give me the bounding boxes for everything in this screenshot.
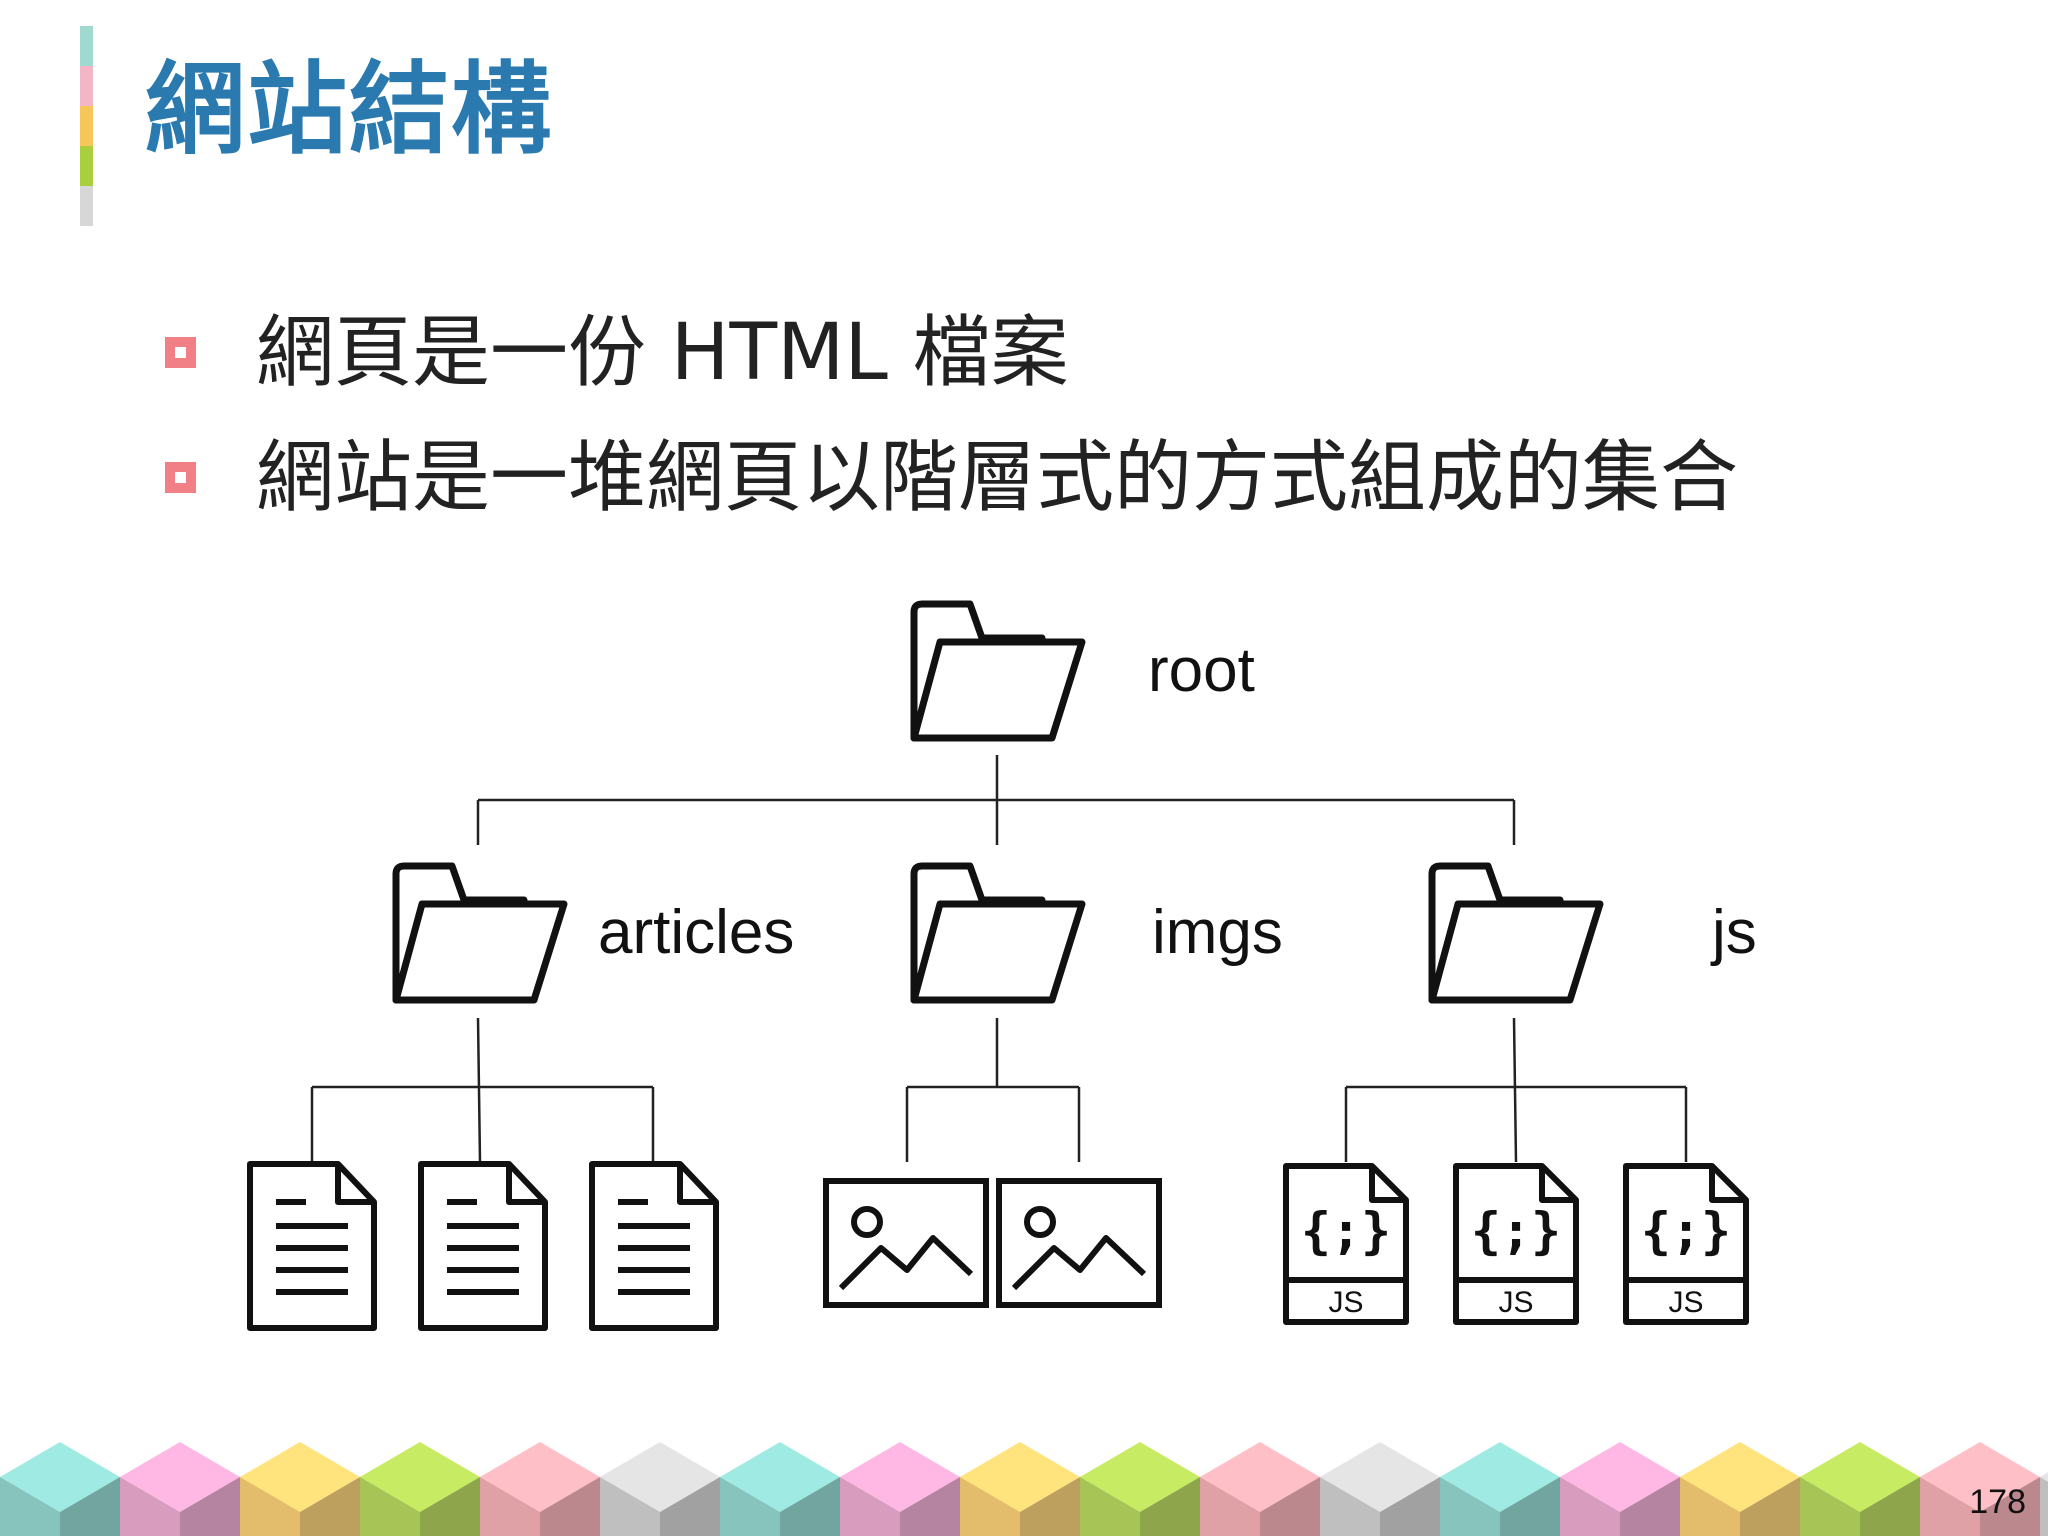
cube-face [1680,1477,1740,1536]
cube-face [0,1477,60,1536]
cube-face [1380,1477,1440,1536]
js-file-icon: {;} JS [1626,1166,1746,1322]
bullet-marker [165,462,196,493]
js-file-icon: {;} JS [1286,1166,1406,1322]
cube-face [1320,1477,1380,1536]
cube-face [1080,1477,1140,1536]
cube-face [540,1477,600,1536]
cube-face [1920,1477,1980,1536]
image-icon [826,1181,986,1305]
cube-footer-decoration: 178 [0,1436,2048,1536]
cube-face [180,1477,240,1536]
root-folder-icon [914,604,1082,738]
js-icon-caption: JS [1498,1286,1533,1319]
slide-title: 網站結構 [145,51,553,168]
js-icon-glyph: {;} [1641,1202,1731,1260]
cube-face [840,1477,900,1536]
accent-segment [80,66,93,106]
js-folder-label: js [1712,898,1757,967]
accent-segment [80,26,93,66]
imgs-folder-label: imgs [1152,898,1283,967]
js-folder-icon [1432,866,1600,1000]
cube-face [1140,1477,1200,1536]
cube-face [900,1477,960,1536]
root-folder-label: root [1148,636,1255,705]
cube-face [1620,1477,1680,1536]
accent-segment [80,146,93,186]
bullet-text: 網頁是一份 HTML 檔案 [256,307,1069,398]
cube-face [1800,1477,1860,1536]
bullet-list: 網頁是一份 HTML 檔案 網站是一堆網頁以階層式的方式組成的集合 [165,290,1738,540]
bullet-item: 網站是一堆網頁以階層式的方式組成的集合 [165,415,1738,540]
cube-face [2040,1477,2048,1536]
tree-connectors [310,755,1688,1163]
cube-face [1560,1477,1620,1536]
cube-face [420,1477,480,1536]
js-icon-glyph: {;} [1471,1202,1561,1260]
cube-face [780,1477,840,1536]
cube-face [120,1477,180,1536]
cube-face [1500,1477,1560,1536]
cube-face [60,1477,120,1536]
imgs-folder-icon [914,866,1082,1000]
cube-face [1200,1477,1260,1536]
cube-face [360,1477,420,1536]
cube-face [1980,1477,2040,1536]
cube-face [600,1477,660,1536]
document-icon [421,1164,545,1328]
accent-segment [80,106,93,146]
bullet-marker [165,337,196,368]
document-icon [250,1164,374,1328]
cube-face [240,1477,300,1536]
articles-folder-icon [396,866,564,1000]
js-icon-caption: JS [1328,1286,1363,1319]
cube-face [1740,1477,1800,1536]
cube-face [1860,1477,1920,1536]
cube-face [720,1477,780,1536]
cube-face [300,1477,360,1536]
page-number: 178 [1969,1483,2026,1521]
cube-pattern [0,1442,2048,1536]
js-file-icon: {;} JS [1456,1166,1576,1322]
cube-face [480,1477,540,1536]
bullet-item: 網頁是一份 HTML 檔案 [165,290,1738,415]
title-accent-bar [80,26,93,226]
cube-face [1020,1477,1080,1536]
document-icon [592,1164,716,1328]
accent-segment [80,186,93,226]
bullet-text: 網站是一堆網頁以階層式的方式組成的集合 [256,432,1739,523]
cube-face [1440,1477,1500,1536]
js-icon-glyph: {;} [1301,1202,1391,1260]
cube-face [2040,1472,2048,1482]
cube-face [960,1477,1020,1536]
image-icon [999,1181,1159,1305]
articles-folder-label: articles [598,898,795,967]
cube-face [660,1477,720,1536]
site-structure-diagram: {;} JS {;} JS {;} JS [0,0,2048,1436]
cube-face [1260,1477,1320,1536]
js-icon-caption: JS [1668,1286,1703,1319]
